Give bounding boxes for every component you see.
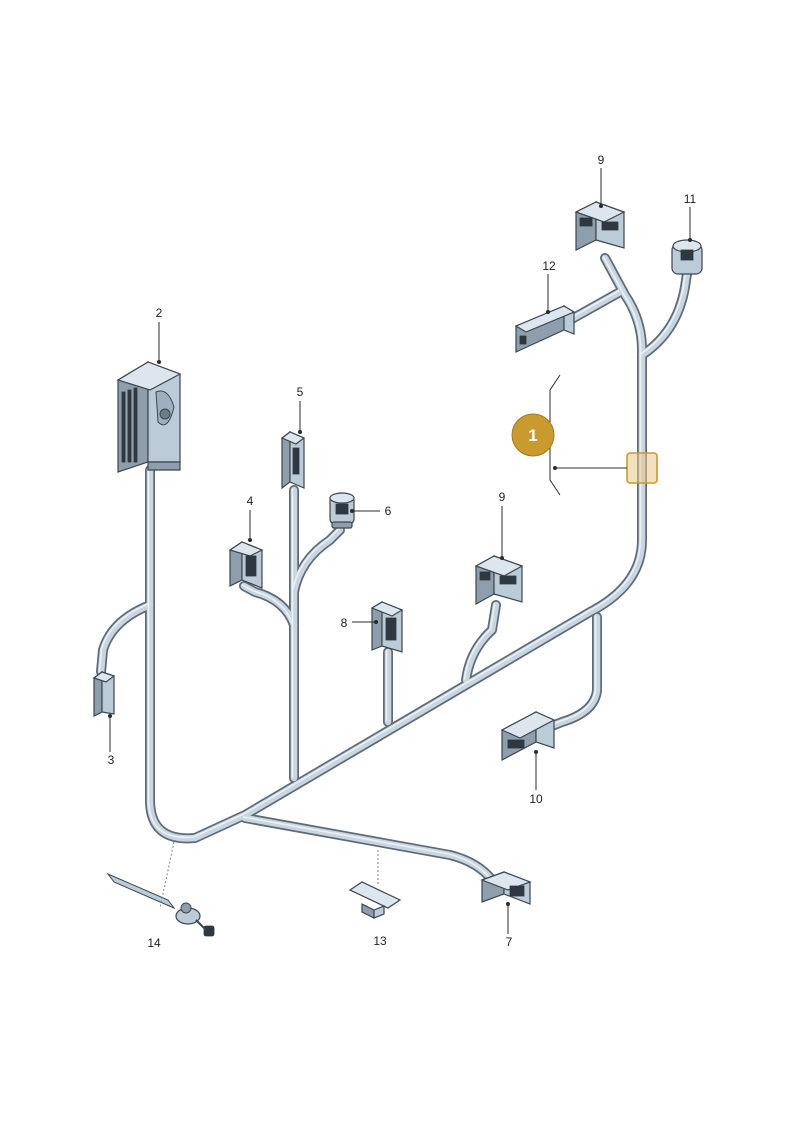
cable-branch-12-highlight bbox=[567, 290, 620, 320]
cable-branch-12 bbox=[566, 288, 624, 324]
cable-branch-6-highlight bbox=[291, 528, 340, 592]
callout-12: 12 bbox=[542, 259, 556, 273]
callout-11: 11 bbox=[684, 192, 697, 206]
callout-5: 5 bbox=[297, 385, 304, 399]
cable-main-trunk-highlight bbox=[147, 256, 642, 839]
cable-branch-10-highlight bbox=[549, 615, 597, 726]
cable-branch-9-lower bbox=[462, 601, 500, 684]
connector-9-lower bbox=[474, 554, 524, 606]
callout-4: 4 bbox=[247, 494, 254, 508]
cable-branch-11 bbox=[638, 264, 692, 359]
callout-3: 3 bbox=[108, 753, 115, 767]
connector-4 bbox=[228, 540, 264, 589]
connector-9-upper bbox=[574, 201, 626, 251]
callout-7: 7 bbox=[506, 935, 513, 949]
connector-8 bbox=[370, 600, 404, 653]
main-part-badge: 1 bbox=[511, 413, 555, 457]
cable-branch-11-highlight bbox=[639, 266, 688, 355]
connector-6 bbox=[329, 492, 355, 529]
connector-11 bbox=[671, 239, 703, 275]
connector-3 bbox=[92, 670, 116, 717]
cable-branch-10 bbox=[548, 613, 601, 730]
cable-tie-14 bbox=[106, 872, 215, 937]
cable-branch-7-highlight bbox=[242, 816, 492, 880]
callout-10: 10 bbox=[529, 792, 543, 806]
cable-branch-6 bbox=[290, 526, 344, 596]
cable-branch-7 bbox=[241, 814, 496, 884]
clip-13 bbox=[348, 881, 402, 919]
cable-branch-9-lower-highlight bbox=[463, 603, 496, 680]
callout-13: 13 bbox=[373, 934, 387, 948]
leader-lines bbox=[108, 168, 692, 934]
cable-main-trunk-outline bbox=[145, 253, 647, 844]
callout-9-lower: 9 bbox=[499, 490, 506, 504]
cable-main-trunk bbox=[146, 254, 646, 842]
cable-branch-3-highlight bbox=[98, 603, 150, 672]
callout-9-upper: 9 bbox=[598, 153, 605, 167]
connector-5 bbox=[280, 430, 306, 490]
callout-labels: 2 3 4 5 6 7 8 9 9 10 11 12 13 14 bbox=[108, 153, 697, 950]
callout-2: 2 bbox=[156, 306, 163, 320]
callout-6: 6 bbox=[385, 504, 392, 518]
callout-14: 14 bbox=[147, 936, 161, 950]
harness-marker bbox=[626, 452, 658, 484]
connector-7 bbox=[480, 871, 532, 905]
harness-cables bbox=[96, 253, 693, 885]
connector-10 bbox=[500, 711, 556, 761]
connector-12 bbox=[514, 304, 576, 353]
main-part-badge-label: 1 bbox=[528, 426, 537, 445]
cable-branch-3 bbox=[97, 601, 154, 676]
callout-8: 8 bbox=[341, 616, 348, 630]
connector-2 bbox=[116, 360, 182, 473]
cable-branch-4 bbox=[240, 582, 298, 782]
